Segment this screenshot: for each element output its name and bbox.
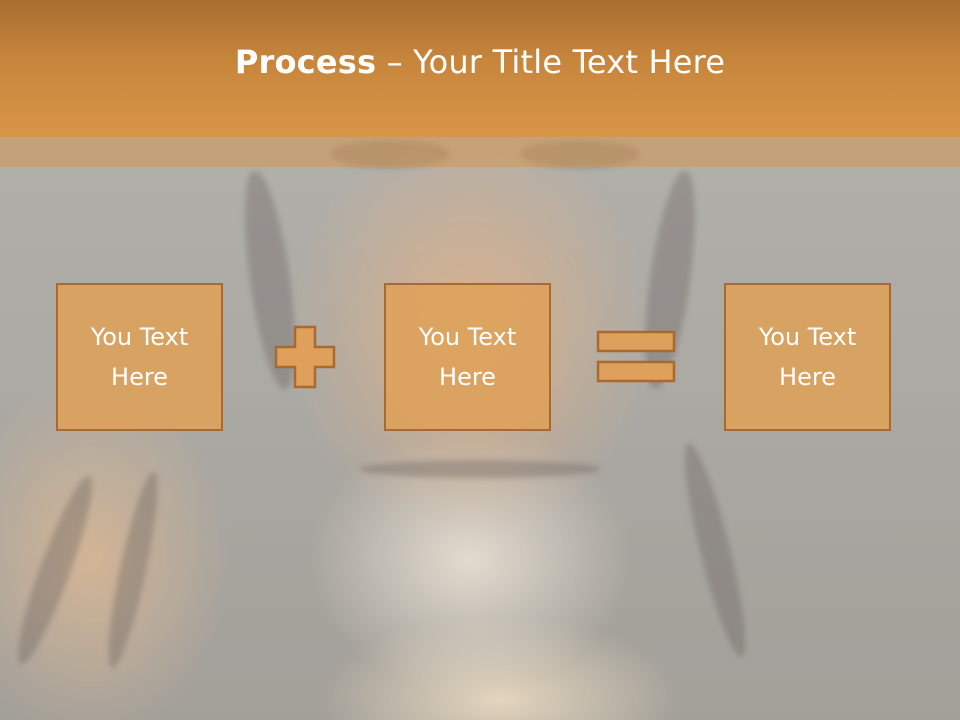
process-box-1-line1: You Text (90, 323, 189, 351)
process-box-1[interactable]: You Text Here (56, 283, 223, 431)
process-box-1-line2: Here (111, 363, 168, 391)
equals-icon (596, 330, 676, 383)
process-box-2[interactable]: You Text Here (384, 283, 551, 431)
page-title: Process – Your Title Text Here (235, 43, 725, 81)
title-underlay-strip (0, 137, 960, 167)
process-box-3[interactable]: You Text Here (724, 283, 891, 431)
process-box-3-line1: You Text (758, 323, 857, 351)
title-bold: Process (234, 42, 377, 81)
plus-icon (274, 325, 336, 389)
process-box-2-line2: Here (439, 363, 496, 391)
process-box-3-line2: Here (779, 363, 836, 391)
title-rest: – Your Title Text Here (376, 42, 726, 81)
process-box-2-line1: You Text (418, 323, 517, 351)
title-bar: Process – Your Title Text Here (0, 0, 960, 137)
